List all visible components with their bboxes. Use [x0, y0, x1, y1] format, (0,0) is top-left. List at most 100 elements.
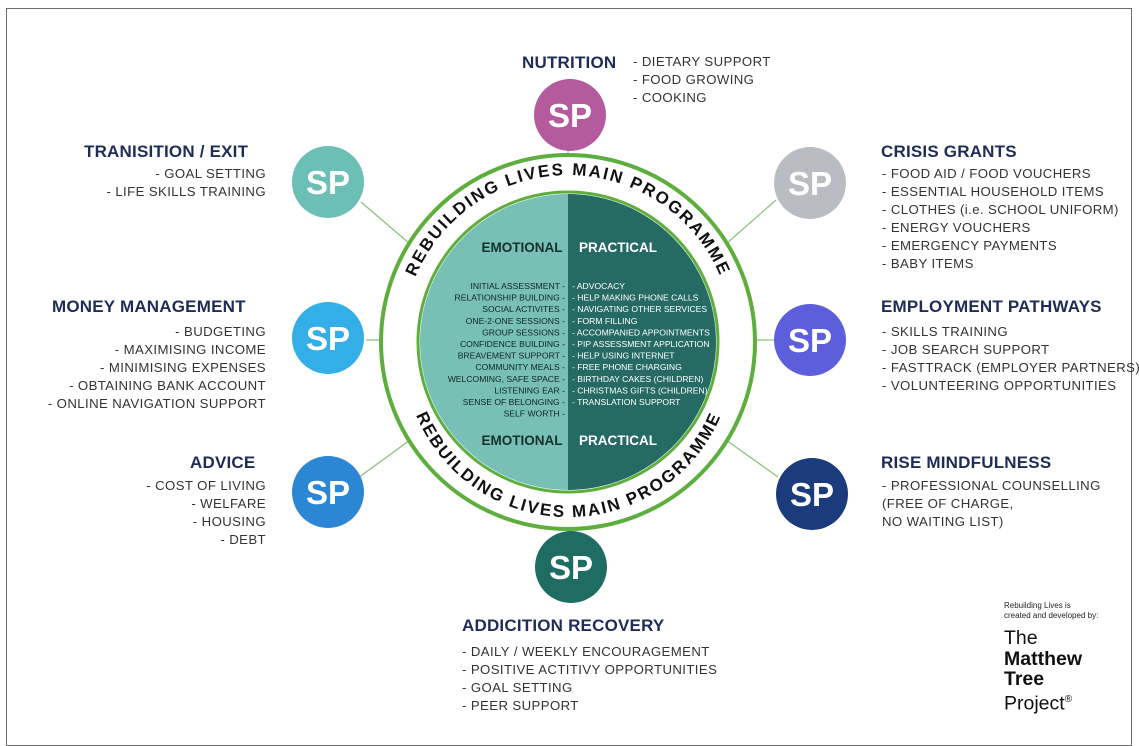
emotional-label-top: EMOTIONAL [482, 240, 563, 255]
advice-item: - HOUSING [192, 514, 266, 530]
addiction-recovery-items: - DAILY / WEEKLY ENCOURAGEMENT - POSITIVE… [462, 643, 717, 715]
nutrition-title: NUTRITION [522, 53, 617, 72]
emotional-list: INITIAL ASSESSMENT - RELATIONSHIP BUILDIN… [448, 281, 565, 419]
crisis-grants-items: - FOOD AID / FOOD VOUCHERS - ESSENTIAL HO… [882, 165, 1119, 274]
logo-project-line: Project® [1004, 690, 1082, 714]
connector-rise [725, 439, 779, 478]
registered-mark: ® [1064, 693, 1073, 705]
practical-label-top: PRACTICAL [579, 240, 657, 255]
money-management-item: - ONLINE NAVIGATION SUPPORT [47, 396, 266, 412]
emotional-list-item: GROUP SESSIONS - [482, 327, 565, 337]
emotional-list-item: SENSE OF BELONGING - [463, 397, 565, 407]
practical-list-item: - ADVOCACY [572, 281, 625, 291]
svg-text:SP: SP [549, 549, 593, 586]
svg-text:SP: SP [788, 165, 832, 202]
emotional-list-item: RELATIONSHIP BUILDING - [455, 293, 566, 303]
nutrition-item: - COOKING [633, 90, 707, 106]
transition-exit-items: - GOAL SETTING - LIFE SKILLS TRAINING [106, 165, 266, 201]
practical-list-item: - BIRTHDAY CAKES (CHILDREN) [572, 374, 703, 384]
advice-item: - COST OF LIVING [146, 478, 266, 493]
practical-list: - ADVOCACY- HELP MAKING PHONE CALLS- NAV… [572, 281, 710, 407]
core-outline [416, 190, 720, 494]
addiction-recovery-title: ADDICITION RECOVERY [462, 616, 665, 635]
credit-caption: Rebuilding Lives is created and develope… [1004, 601, 1098, 621]
practical-label-bottom: PRACTICAL [579, 433, 657, 448]
practical-list-item: - FREE PHONE CHARGING [572, 362, 682, 372]
money-management-item: - MAXIMISING INCOME [114, 342, 266, 358]
crisis-grants-item: - FOOD AID / FOOD VOUCHERS [882, 166, 1091, 181]
emotional-list-item: LISTENING EAR - [494, 385, 565, 395]
connector-crisis-grants [725, 199, 777, 245]
nutrition-items: - DIETARY SUPPORT- FOOD GROWING- COOKING [633, 53, 771, 107]
emotional-list-item: BREAVEMENT SUPPORT - [458, 351, 565, 361]
connector-transition [360, 201, 411, 245]
emotional-list-item: SELF WORTH - [504, 409, 566, 419]
emotional-list-item: COMMUNITY MEALS - [475, 362, 565, 372]
addiction-recovery-item: - DAILY / WEEKLY ENCOURAGEMENT [462, 644, 710, 659]
sp-node-advice[interactable]: SP [292, 456, 364, 528]
rise-mindfulness-items: - PROFESSIONAL COUNSELLING (FREE OF CHARG… [882, 477, 1101, 531]
practical-list-item: - CHRISTMAS GIFTS (CHILDREN) [572, 385, 708, 395]
svg-text:SP: SP [548, 97, 592, 134]
addiction-recovery-item: - PEER SUPPORT [462, 698, 579, 714]
logo-the: The [1004, 627, 1038, 649]
sp-node-transition-exit[interactable]: SP [292, 146, 364, 218]
employment-pathways-title: EMPLOYMENT PATHWAYS [881, 297, 1102, 316]
emotional-list-item: SOCIAL ACTIVITES - [482, 304, 565, 314]
transition-exit-item: - GOAL SETTING [155, 166, 266, 181]
emotional-list-item: WELCOMING, SAFE SPACE - [448, 374, 565, 384]
svg-text:SP: SP [788, 322, 832, 359]
credit-line-2: created and developed by: [1004, 611, 1099, 620]
credit-line-1: Rebuilding Lives is [1004, 601, 1071, 610]
sp-node-crisis-grants[interactable]: SP [774, 147, 846, 219]
connector-advice [357, 439, 411, 479]
emotional-label-bottom: EMOTIONAL [482, 433, 563, 448]
logo-matthew: Matthew [1004, 647, 1082, 670]
sp-nodes: SP SP SP SP SP SP SP SP [292, 79, 848, 603]
advice-title: ADVICE [190, 453, 256, 472]
rise-mindfulness-item: - PROFESSIONAL COUNSELLING [882, 478, 1101, 493]
employment-pathways-item: - FASTTRACK (EMPLOYER PARTNERS) [882, 360, 1139, 376]
matthew-tree-logo: The Matthew Tree Project® [1004, 628, 1082, 714]
crisis-grants-item: - BABY ITEMS [882, 256, 974, 272]
practical-list-item: - HELP USING INTERNET [572, 351, 675, 361]
money-management-title: MONEY MANAGEMENT [52, 297, 246, 316]
svg-text:SP: SP [306, 164, 350, 201]
crisis-grants-item: - ESSENTIAL HOUSEHOLD ITEMS [882, 184, 1105, 200]
svg-text:SP: SP [306, 474, 350, 511]
transition-exit-title: TRANISITION / EXIT [84, 142, 249, 161]
rise-mindfulness-item: NO WAITING LIST) [882, 514, 1004, 530]
employment-pathways-item: - JOB SEARCH SUPPORT [882, 342, 1050, 358]
money-management-item: - MINIMISING EXPENSES [100, 360, 266, 376]
practical-list-item: - HELP MAKING PHONE CALLS [572, 293, 699, 303]
advice-items: - COST OF LIVING- WELFARE- HOUSING- DEBT [146, 477, 266, 549]
svg-text:SP: SP [790, 476, 834, 513]
transition-exit-item: - LIFE SKILLS TRAINING [106, 184, 266, 200]
practical-list-item: - ACCOMPANIED APPOINTMENTS [572, 327, 710, 337]
crisis-grants-item: - ENERGY VOUCHERS [882, 220, 1031, 236]
addiction-recovery-item: - POSITIVE ACTITIVY OPPORTUNITIES [462, 662, 718, 678]
addiction-recovery-item: - GOAL SETTING [462, 680, 573, 696]
practical-list-item: - PIP ASSESSMENT APPLICATION [572, 339, 710, 349]
crisis-grants-title: CRISIS GRANTS [881, 142, 1017, 161]
sp-node-rise-mindfulness[interactable]: SP [776, 458, 848, 530]
employment-pathways-item: - VOLUNTEERING OPPORTUNITIES [882, 378, 1117, 394]
employment-pathways-item: - SKILLS TRAINING [882, 324, 1009, 339]
rise-mindfulness-item: (FREE OF CHARGE, [882, 496, 1014, 512]
employment-pathways-items: - SKILLS TRAINING - JOB SEARCH SUPPORT - F… [882, 323, 1139, 395]
practical-list-item: - TRANSLATION SUPPORT [572, 397, 681, 407]
nutrition-item: - DIETARY SUPPORT [633, 54, 771, 69]
money-management-item: - BUDGETING [175, 324, 266, 339]
emotional-list-item: CONFIDENCE BUILDING - [460, 339, 565, 349]
sp-node-money-management[interactable]: SP [292, 302, 364, 374]
emotional-list-item: INITIAL ASSESSMENT - [470, 281, 565, 291]
logo-tree: Tree [1004, 668, 1045, 690]
sp-node-addiction-recovery[interactable]: SP [535, 531, 607, 603]
advice-item: - DEBT [220, 532, 266, 548]
sp-node-employment-pathways[interactable]: SP [774, 304, 846, 376]
sp-node-nutrition[interactable]: SP [534, 79, 606, 151]
practical-list-item: - FORM FILLING [572, 316, 638, 326]
logo-project: Project [1004, 692, 1065, 714]
svg-text:SP: SP [306, 320, 350, 357]
